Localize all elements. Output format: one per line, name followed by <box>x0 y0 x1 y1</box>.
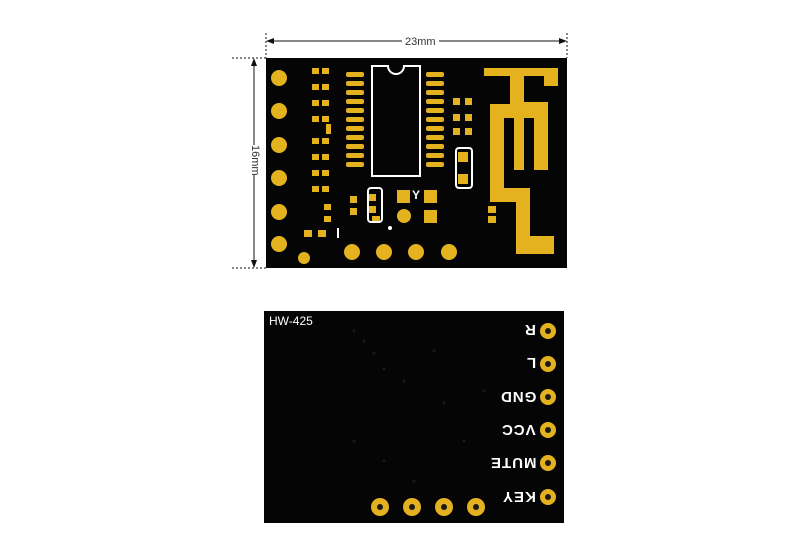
ic-silkscreen-outline <box>337 65 473 238</box>
front-board: Y <box>266 58 567 268</box>
smd-pads <box>304 68 331 237</box>
sop-pins-left <box>346 72 364 167</box>
back-board-traces <box>352 323 556 516</box>
via-dots <box>352 329 486 483</box>
left-edge-pads <box>271 70 287 252</box>
front-board-traces <box>271 65 558 264</box>
pin-label-vcc: VCC <box>501 421 536 438</box>
front-board-marking: Y <box>412 188 421 202</box>
back-board: HW-425 R L GND VCC MUTE KEY <box>264 311 564 523</box>
height-dimension-label: 16mm <box>249 145 261 176</box>
board-model-label: HW-425 <box>269 314 313 328</box>
pin-label-r: R <box>524 321 536 338</box>
back-edge-pads <box>540 323 556 505</box>
pin-label-gnd: GND <box>499 388 536 405</box>
pin-label-l: L <box>525 354 536 371</box>
pin-label-mute: MUTE <box>489 454 537 471</box>
pcb-antenna <box>484 68 558 254</box>
width-dimension-label: 23mm <box>402 36 439 48</box>
back-bottom-pads <box>371 498 485 516</box>
sop-pins-right <box>426 72 444 167</box>
bottom-edge-pads <box>298 244 457 264</box>
pin-label-key: KEY <box>502 488 536 505</box>
